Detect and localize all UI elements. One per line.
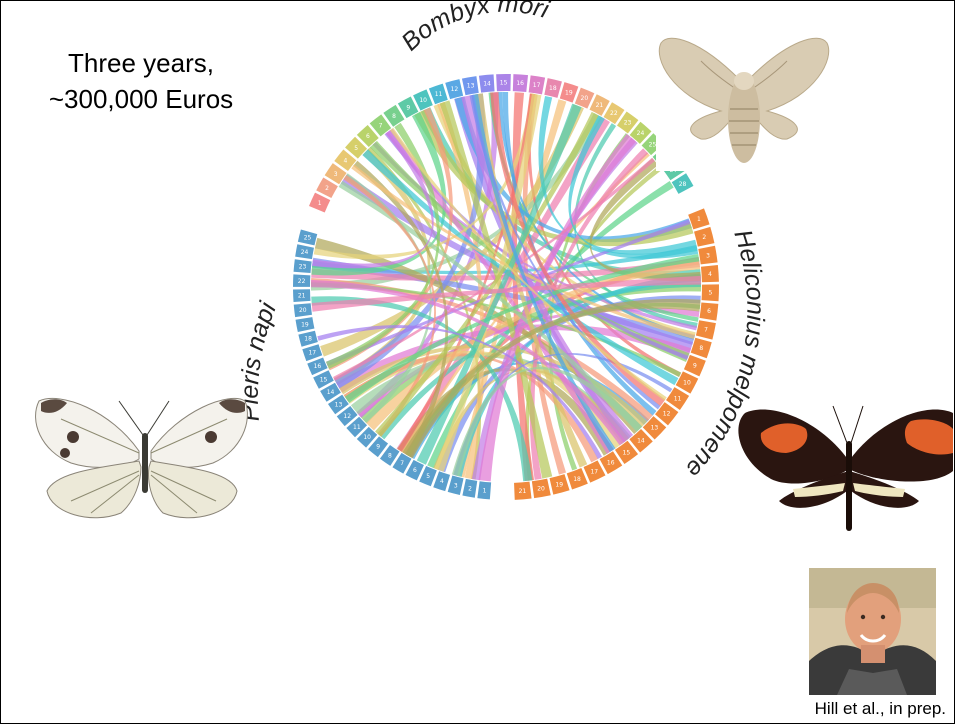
chromosome-number: 28 (679, 181, 687, 188)
chromosome-number: 15 (320, 376, 328, 383)
chromosome-number: 24 (637, 130, 645, 137)
chromosome-number: 24 (301, 249, 309, 256)
chromosome-number: 19 (301, 321, 309, 328)
chromosome-number: 18 (573, 476, 581, 483)
chromosome-number: 17 (308, 349, 316, 356)
chromosome-number: 23 (299, 263, 307, 270)
chromosome-number: 12 (451, 86, 459, 93)
chromosome-number: 25 (649, 141, 657, 148)
chromosome-number: 10 (363, 434, 371, 441)
chromosome-number: 2 (702, 234, 706, 241)
chromosome-number: 2 (468, 485, 472, 492)
chromosome-number: 2 (325, 185, 329, 192)
chromosome-number: 5 (354, 145, 358, 152)
chromosome-number: 14 (637, 438, 645, 445)
chromosome-number: 8 (388, 452, 392, 459)
genome-label-bombyx: Bombyx mori (396, 1, 553, 56)
chromosome-number: 13 (467, 83, 475, 90)
chromosome-number: 21 (519, 488, 527, 495)
chromosome-number: 4 (343, 157, 347, 164)
chromosome-number: 19 (565, 89, 573, 96)
chromosome-number: 7 (400, 460, 404, 467)
chromosome-number: 10 (419, 97, 427, 104)
chromosome-number: 5 (709, 290, 713, 297)
chromosome-number: 16 (314, 363, 322, 370)
chromosome-number: 1 (318, 200, 322, 207)
bombyx-label-text: Bombyx mori (396, 1, 553, 56)
chromosome-number: 18 (304, 336, 312, 343)
chromosome-number: 9 (693, 362, 697, 369)
chromosome-number: 21 (596, 102, 604, 109)
chromosome-number: 20 (581, 95, 589, 102)
chromosome-number: 11 (435, 91, 443, 98)
heliconius-butterfly-image (738, 406, 953, 531)
chromosome-number: 17 (533, 82, 541, 89)
chromosome-number: 16 (607, 460, 615, 467)
chromosome-number: 3 (706, 252, 710, 259)
chromosome-number: 19 (555, 481, 563, 488)
chromosome-number: 3 (334, 171, 338, 178)
chromosome-number: 5 (426, 473, 430, 480)
chromosome-number: 25 (304, 235, 312, 242)
citation: Hill et al., in prep. (815, 699, 946, 719)
chromosome-number: 11 (674, 395, 682, 402)
chromosome-number: 11 (353, 424, 361, 431)
chromosome-number: 22 (298, 278, 306, 285)
chromosome-number: 8 (392, 113, 396, 120)
chromosome-number: 17 (590, 468, 598, 475)
author-photo (809, 568, 936, 695)
chromosome-number: 3 (454, 482, 458, 489)
pieris-butterfly-image (36, 398, 248, 517)
chromosome-number: 7 (379, 122, 383, 129)
chromosome-number: 13 (651, 425, 659, 432)
chromosome-number: 1 (483, 487, 487, 494)
chromosome-number: 9 (376, 444, 380, 451)
chromosome-number: 6 (413, 467, 417, 474)
chromosome-number: 14 (483, 80, 491, 87)
chromosome-number: 20 (537, 485, 545, 492)
chromosome-number: 9 (406, 104, 410, 111)
chromosome-number: 4 (440, 478, 444, 485)
chromosome-number: 15 (623, 449, 631, 456)
chromosome-number: 18 (549, 85, 557, 92)
chromosome-number: 13 (335, 401, 343, 408)
chromosome-number: 6 (707, 308, 711, 315)
chromosome-number: 12 (663, 411, 671, 418)
chromosome-number: 16 (516, 80, 524, 87)
chromosome-number: 4 (708, 271, 712, 278)
chromosome-number: 14 (327, 389, 335, 396)
chromosome-number: 15 (500, 80, 508, 87)
chromosome-number: 10 (683, 379, 691, 386)
bombyx-moth-image (656, 21, 829, 171)
chromosome-number: 12 (343, 413, 351, 420)
chromosome-number: 7 (704, 327, 708, 334)
chromosome-number: 22 (610, 110, 618, 117)
chromosome-number: 21 (298, 292, 306, 299)
chromosome-number: 20 (299, 307, 307, 314)
synteny-ribbons (311, 92, 701, 481)
chromosome-number: 1 (697, 216, 701, 223)
chromosome-number: 23 (624, 120, 632, 127)
chromosome-number: 6 (366, 133, 370, 140)
chromosome-number: 8 (699, 345, 703, 352)
